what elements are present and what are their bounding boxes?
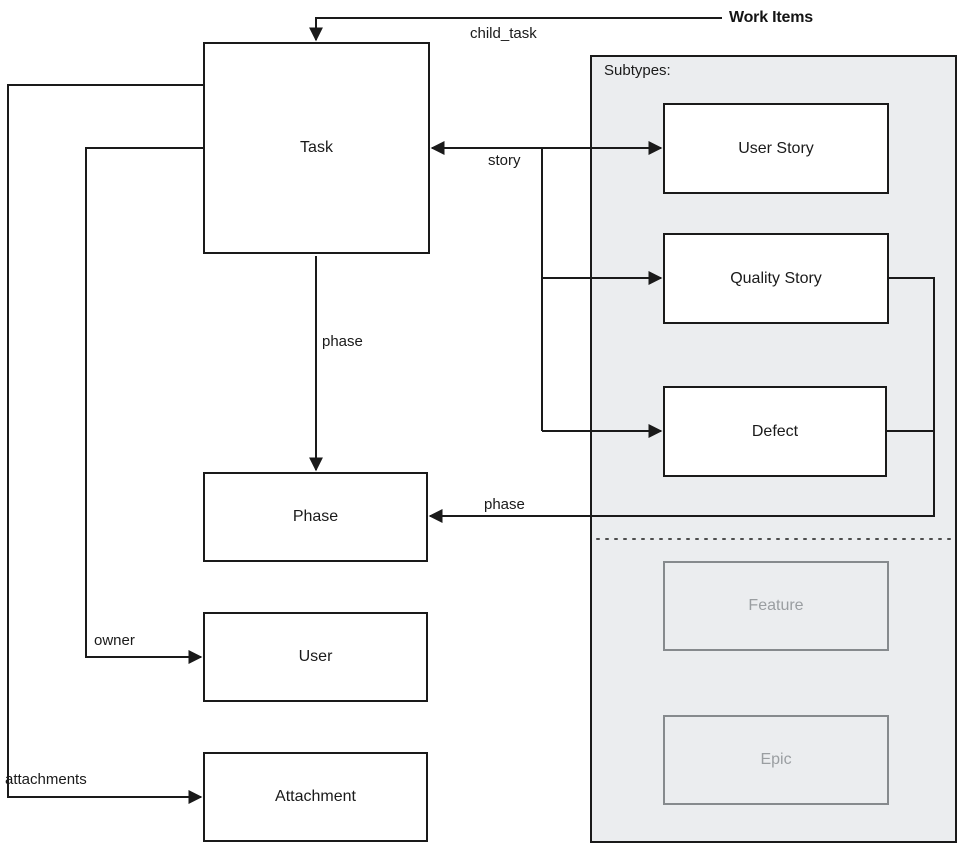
entity-label-user-story: User Story — [738, 139, 814, 157]
entity-label-epic: Epic — [760, 751, 792, 768]
entity-box-phase[interactable]: Phase — [203, 472, 428, 562]
entity-label-quality-story: Quality Story — [730, 269, 822, 287]
subtypes-caption: Subtypes: — [604, 62, 671, 79]
entity-label-attachment: Attachment — [275, 788, 356, 805]
page-title: Work Items — [729, 9, 813, 26]
entity-box-defect[interactable]: Defect — [663, 386, 887, 477]
edge-label-child-task: child_task — [470, 25, 537, 42]
edge-attachments — [7, 84, 203, 804]
entity-label-task: Task — [300, 139, 333, 156]
entity-box-user[interactable]: User — [203, 612, 428, 702]
edge-label-owner: owner — [94, 632, 135, 649]
entity-label-user: User — [298, 648, 333, 665]
entity-box-quality-story[interactable]: Quality Story — [663, 233, 889, 324]
edge-phase-subtypes-to-phase — [428, 277, 935, 523]
edge-child-task — [309, 17, 722, 42]
entity-label-phase: Phase — [292, 508, 339, 525]
entity-label-feature: Feature — [748, 597, 804, 614]
edge-label-phase-subtypes: phase — [484, 496, 525, 513]
entity-box-feature[interactable]: Feature — [663, 561, 889, 651]
entity-box-task[interactable]: Task — [203, 42, 430, 254]
edge-label-story: story — [488, 152, 521, 169]
edge-label-phase-task: phase — [322, 333, 363, 350]
entity-box-attachment[interactable]: Attachment — [203, 752, 428, 842]
entity-box-user-story[interactable]: User Story — [663, 103, 889, 194]
edge-label-attachments: attachments — [5, 771, 87, 788]
entity-label-defect: Defect — [751, 422, 799, 440]
edge-owner — [85, 147, 203, 664]
entity-box-epic[interactable]: Epic — [663, 715, 889, 805]
